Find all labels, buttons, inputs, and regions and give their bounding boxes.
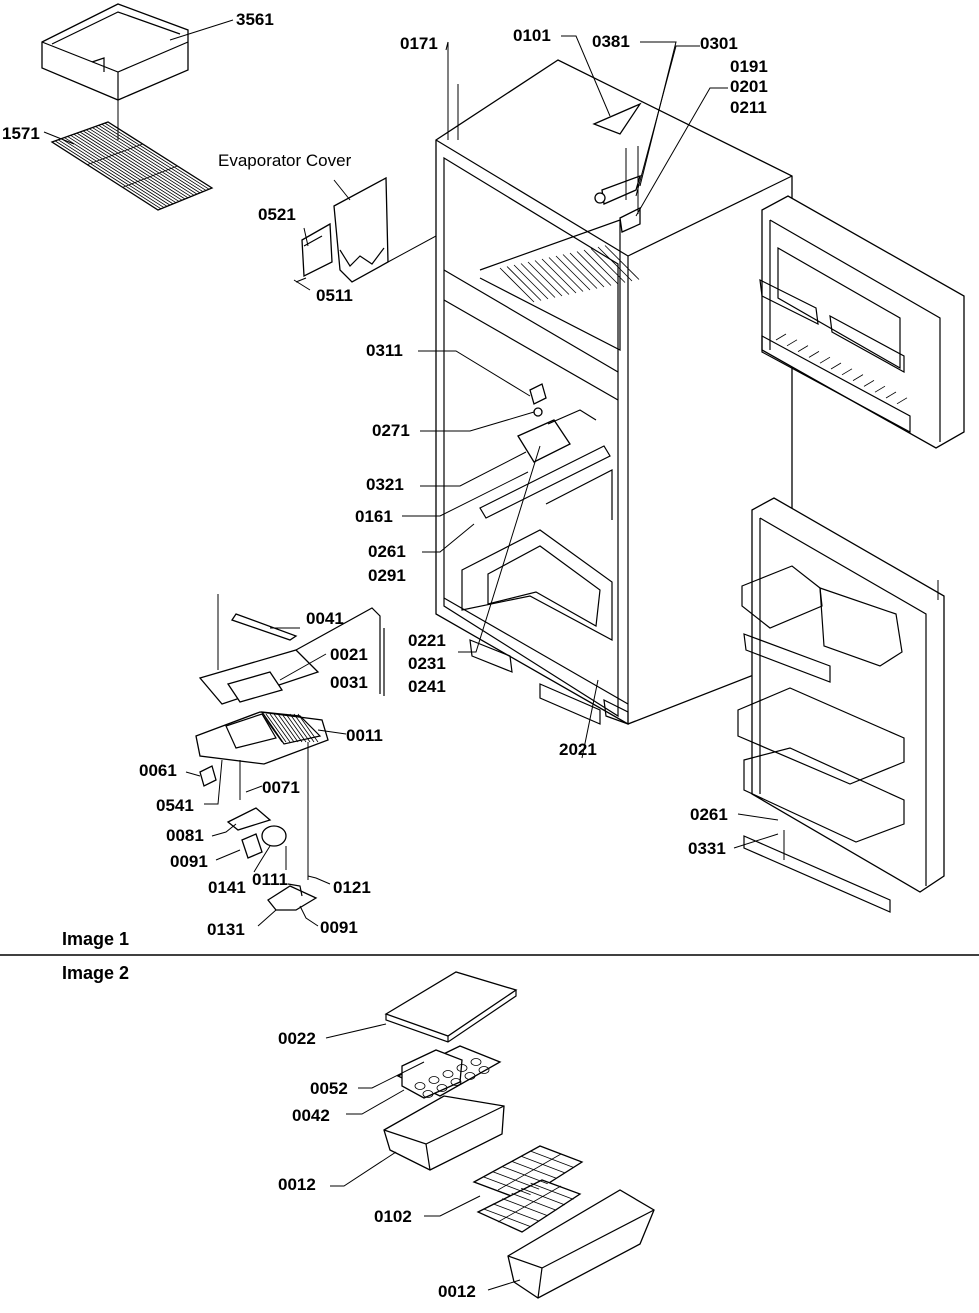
callout-0511: 0511 bbox=[316, 286, 353, 305]
callout-0061: 0061 bbox=[139, 761, 177, 780]
leader-lines bbox=[43, 19, 779, 1291]
callout-0052: 0052 bbox=[310, 1079, 348, 1098]
callout-0091-right: 0091 bbox=[320, 918, 358, 937]
callout-0381: 0381 bbox=[592, 32, 630, 51]
top-hinge-parts bbox=[592, 102, 642, 233]
callout-0131: 0131 bbox=[207, 920, 245, 939]
ice-trays-0102 bbox=[472, 1145, 584, 1233]
callout-0261-top: 0261 bbox=[368, 542, 406, 561]
evaporator-cover bbox=[295, 176, 389, 283]
callout-0101: 0101 bbox=[513, 26, 551, 45]
callout-0201: 0201 bbox=[730, 77, 768, 96]
section-title-image-1: Image 1 bbox=[62, 929, 130, 949]
callout-0301: 0301 bbox=[700, 34, 738, 53]
control-housing-parts bbox=[517, 383, 597, 463]
egg-tray-0052-0042 bbox=[396, 1045, 502, 1099]
callout-0241: 0241 bbox=[408, 677, 446, 696]
callout-0221: 0221 bbox=[408, 631, 446, 650]
freezer-door bbox=[759, 195, 965, 449]
callout-0311: 0311 bbox=[366, 341, 403, 360]
callout-0271: 0271 bbox=[372, 421, 410, 440]
refrigerator-cabinet bbox=[435, 59, 793, 725]
callout-0081: 0081 bbox=[166, 826, 204, 845]
callout-0042: 0042 bbox=[292, 1106, 330, 1125]
callout-0171: 0171 bbox=[400, 34, 438, 53]
callout-0031: 0031 bbox=[330, 673, 368, 692]
callout-0211: 0211 bbox=[730, 98, 767, 117]
callout-0012-dairy: 0012 bbox=[278, 1175, 316, 1194]
crisper-tray-3561 bbox=[41, 3, 189, 101]
callout-0231: 0231 bbox=[408, 654, 446, 673]
dairy-cover-0022 bbox=[384, 971, 518, 1043]
callout-0541: 0541 bbox=[156, 796, 194, 815]
callout-0071: 0071 bbox=[262, 778, 300, 797]
callout-0331: 0331 bbox=[688, 839, 726, 858]
callout-0321: 0321 bbox=[366, 475, 404, 494]
callout-0041: 0041 bbox=[306, 609, 344, 628]
callout-0261-door: 0261 bbox=[690, 805, 728, 824]
callout-0141: 0141 bbox=[208, 878, 246, 897]
callout-0121: 0121 bbox=[333, 878, 371, 897]
callout-0161: 0161 bbox=[355, 507, 393, 526]
callout-0291: 0291 bbox=[368, 566, 406, 585]
callout-0021: 0021 bbox=[330, 645, 368, 664]
callout-0011: 0011 bbox=[346, 726, 383, 745]
section-title-image-2: Image 2 bbox=[62, 963, 130, 983]
callout-0111: 0111 bbox=[252, 870, 288, 889]
wire-shelf-1571 bbox=[50, 121, 214, 211]
control-housing-assembly bbox=[195, 607, 385, 911]
ice-bin-0012 bbox=[507, 1189, 655, 1299]
dairy-bin-0012 bbox=[383, 1095, 505, 1171]
callout-1571: 1571 bbox=[2, 124, 40, 143]
callout-0022: 0022 bbox=[278, 1029, 316, 1048]
callout-0012-ice: 0012 bbox=[438, 1282, 476, 1301]
callout-0521: 0521 bbox=[258, 205, 296, 224]
callout-evaporator-cover: Evaporator Cover bbox=[218, 151, 352, 170]
fresh-food-door bbox=[737, 497, 945, 913]
callout-0102: 0102 bbox=[374, 1207, 412, 1226]
callout-0091-left: 0091 bbox=[170, 852, 208, 871]
callout-0191: 0191 bbox=[730, 57, 768, 76]
callout-3561: 3561 bbox=[236, 10, 274, 29]
callout-2021: 2021 bbox=[559, 740, 597, 759]
